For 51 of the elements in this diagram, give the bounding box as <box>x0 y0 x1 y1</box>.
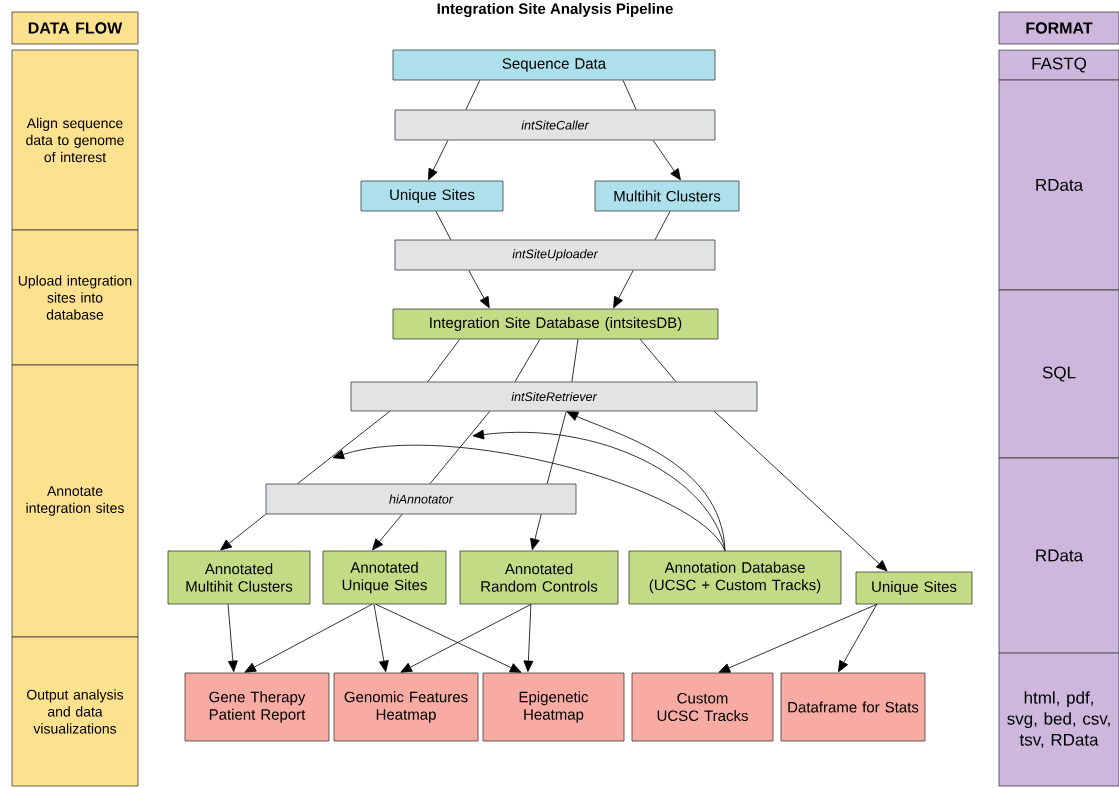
process-box: Annotation Database (UCSC + Custom Tracks) <box>628 550 842 605</box>
process-box: RData <box>998 457 1119 654</box>
title: Integration Site Analysis Pipeline <box>437 3 673 18</box>
tool-band: hiAnnotator <box>265 483 577 515</box>
column-header: FORMAT <box>998 11 1119 45</box>
process-box: Unique Sites <box>855 571 973 605</box>
arrow <box>375 603 522 673</box>
process-box: Annotated Unique Sites <box>322 550 447 605</box>
process-box: FASTQ <box>998 49 1119 81</box>
process-box: Epigenetic Heatmap <box>482 672 625 742</box>
arrow <box>566 411 726 552</box>
arrow <box>718 603 878 673</box>
process-box: Multihit Clusters <box>594 180 740 212</box>
process-box: Custom UCSC Tracks <box>631 672 774 742</box>
node-label: RData <box>1036 549 1084 562</box>
arrow <box>428 139 449 181</box>
node-label: RData <box>1036 179 1084 191</box>
arrow <box>220 513 267 551</box>
tool-band: intSiteRetriever <box>350 381 758 412</box>
stage-band: Align sequence data to genome of interest <box>11 49 139 231</box>
arrow <box>468 269 490 309</box>
arrow <box>530 513 542 551</box>
tool-band: intSiteUploader <box>394 239 716 271</box>
arrow <box>838 603 878 673</box>
arrow <box>713 410 888 572</box>
process-box: html, pdf, svg, bed, csv, tsv, RData <box>998 652 1119 787</box>
process-box: Integration Site Database (intsitesDB) <box>392 308 719 340</box>
arrow <box>372 513 403 551</box>
tool-band: intSiteCaller <box>394 109 716 141</box>
arrow <box>652 139 681 181</box>
column-header: DATA FLOW <box>11 11 139 45</box>
process-box: Gene Therapy Patient Report <box>184 672 330 742</box>
process-box: Genomic Features Heatmap <box>333 672 479 742</box>
stage-band: Upload integration sites into database <box>11 229 139 366</box>
arrow <box>472 429 726 552</box>
arrow <box>613 269 634 309</box>
process-box: Dataframe for Stats <box>780 672 926 742</box>
node-label: FASTQ <box>1032 57 1087 73</box>
arrow <box>244 603 373 673</box>
process-box: Annotated Multihit Clusters <box>167 550 311 605</box>
arrow <box>523 603 534 672</box>
arrow <box>373 603 389 673</box>
process-box: SQL <box>998 289 1119 459</box>
stage-band: Output analysis and data visualizations <box>11 636 139 787</box>
process-box: Annotated Random Controls <box>459 550 619 605</box>
arrow <box>332 444 726 552</box>
process-box: Unique Sites <box>360 180 504 212</box>
arrow <box>400 603 532 673</box>
node-label: SQL <box>1042 366 1076 382</box>
arrow <box>227 603 238 672</box>
process-box: Sequence Data <box>392 49 716 81</box>
